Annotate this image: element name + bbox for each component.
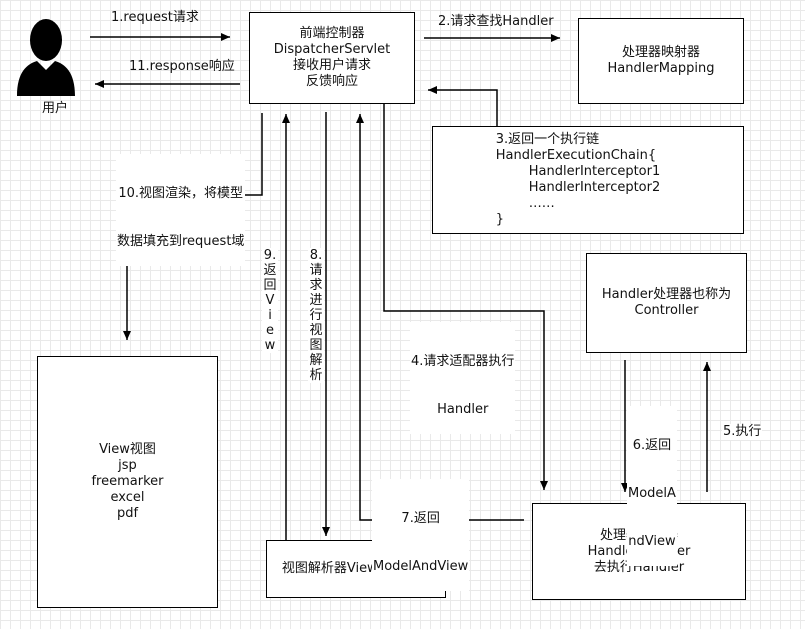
- label-char: 请: [309, 263, 323, 278]
- arrow-step7: [356, 114, 524, 521]
- handler-mapping-box: 处理器映射器 HandlerMapping: [578, 18, 744, 104]
- label-char: 进: [309, 293, 323, 308]
- box-text: DispatcherServlet: [273, 42, 391, 57]
- box-text: 前端控制器: [299, 26, 365, 41]
- box-text: ……: [495, 196, 555, 211]
- label-step4: 4.请求适配器执行 Handler: [410, 322, 516, 434]
- arrow-step3: [428, 86, 498, 126]
- label-step1: 1.request请求: [111, 10, 199, 25]
- label-char: V: [265, 293, 275, 308]
- box-text: freemarker: [91, 474, 164, 489]
- label-text: 10.视图渲染，将模型: [118, 186, 244, 201]
- arrow-step4: [383, 104, 548, 490]
- label-text: 数据填充到request域: [117, 234, 245, 249]
- box-text: Handler处理器也称为: [601, 287, 732, 302]
- label-char: 8.: [309, 248, 323, 263]
- user-label: 用户: [42, 101, 69, 116]
- label-step9: 9. 返 回 V i e w: [262, 248, 278, 353]
- label-char: 回: [263, 278, 277, 293]
- label-step6: 6.返回 ModelA ndView: [627, 406, 677, 566]
- box-text: }: [495, 212, 504, 227]
- box-text: 处理器映射器: [621, 45, 700, 60]
- label-char: e: [266, 323, 274, 338]
- box-text: 3.返回一个执行链: [495, 132, 600, 147]
- box-text: excel: [110, 490, 145, 505]
- label-step10: 10.视图渲染，将模型 数据填充到request域: [116, 154, 246, 266]
- label-char: w: [264, 338, 276, 353]
- label-text: 7.返回: [401, 511, 440, 526]
- label-char: 求: [309, 278, 323, 293]
- execution-chain-box: 3.返回一个执行链 HandlerExecutionChain{ Handler…: [432, 126, 744, 234]
- label-char: 视: [309, 323, 323, 338]
- label-char: 行: [309, 308, 323, 323]
- label-char: 图: [309, 338, 323, 353]
- label-text: ModelA: [628, 486, 676, 501]
- user-silhouette-icon: [17, 19, 75, 96]
- label-char: 解: [309, 353, 323, 368]
- controller-box: Handler处理器也称为 Controller: [586, 253, 747, 353]
- label-char: 9.: [263, 248, 277, 263]
- box-text: 接收用户请求: [292, 58, 371, 73]
- label-char: i: [268, 308, 272, 323]
- label-text: 6.返回: [632, 438, 672, 453]
- label-step11: 11.response响应: [129, 59, 235, 74]
- box-text: Controller: [634, 303, 699, 318]
- box-text: HandlerExecutionChain{: [495, 148, 657, 163]
- label-step5: 5.执行: [722, 424, 763, 440]
- box-text: pdf: [116, 506, 139, 521]
- label-step7: 7.返回 ModelAndView: [372, 479, 470, 591]
- box-text: 反馈响应: [305, 74, 358, 89]
- label-text: ModelAndView: [373, 559, 469, 574]
- label-char: 返: [263, 263, 277, 278]
- label-char: 析: [309, 368, 323, 383]
- box-text: HandlerInterceptor1: [495, 164, 661, 179]
- dispatcher-servlet-box: 前端控制器 DispatcherServlet 接收用户请求 反馈响应: [249, 12, 415, 104]
- label-step2: 2.请求查找Handler: [438, 14, 554, 29]
- label-text: ndView: [628, 534, 676, 549]
- box-text: HandlerMapping: [607, 61, 715, 76]
- label-text: Handler: [437, 402, 489, 417]
- label-step8: 8. 请 求 进 行 视 图 解 析: [308, 248, 324, 383]
- label-text: 4.请求适配器执行: [411, 354, 515, 369]
- box-text: HandlerInterceptor2: [495, 180, 661, 195]
- box-text: jsp: [118, 458, 137, 473]
- box-text: View视图: [99, 442, 156, 457]
- view-box: View视图 jsp freemarker excel pdf: [37, 356, 218, 608]
